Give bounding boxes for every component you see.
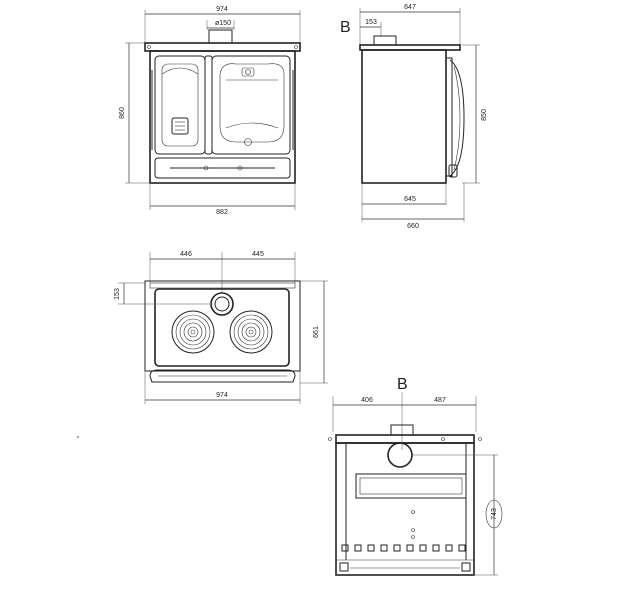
side-dim-flue-offset: 153	[365, 19, 377, 26]
side-body	[361, 49, 447, 184]
rear-marker-b: B	[397, 376, 408, 393]
front-body	[149, 50, 296, 184]
rear-access-panel	[355, 473, 467, 499]
side-dim-bottom-depth-outer: 660	[407, 223, 419, 230]
top-outline	[144, 280, 301, 372]
top-dim-right: 445	[252, 251, 264, 258]
front-dim-bottom-width: 882	[216, 209, 228, 216]
top-hotplate-left	[171, 310, 215, 354]
front-flue-collar	[208, 29, 233, 44]
front-dim-flue-diameter: ø150	[215, 20, 231, 27]
side-marker-b: B	[340, 19, 351, 36]
side-view: B 647 153 850 645 660	[340, 4, 488, 230]
front-dim-height: 860	[119, 107, 126, 119]
top-dim-depth: 661	[313, 326, 320, 338]
top-cooktop-plate	[154, 288, 290, 367]
rear-cooktop	[335, 434, 475, 444]
side-dim-bottom-depth-inner: 645	[404, 196, 416, 203]
side-dim-height: 850	[481, 109, 488, 121]
rear-vent-slots	[341, 544, 466, 552]
rear-view: B 406 487	[328, 376, 503, 576]
top-view: 446 445	[114, 251, 328, 404]
front-oven-door	[211, 55, 291, 155]
rear-body	[335, 442, 475, 576]
front-firebox-door	[154, 55, 206, 155]
top-dim-width: 974	[216, 392, 228, 399]
front-ash-drawer	[154, 157, 291, 179]
side-flue-collar	[373, 35, 397, 46]
front-dim-top-width: 974	[216, 6, 228, 13]
top-front-rail	[149, 369, 296, 383]
top-dim-flue-offset: 153	[114, 288, 121, 300]
top-hotplate-right	[229, 310, 273, 354]
rear-dim-left: 406	[361, 397, 373, 404]
front-cooktop	[144, 42, 301, 52]
rear-flue-outlet	[387, 442, 413, 468]
top-flue-ring	[210, 292, 234, 316]
front-air-vent	[171, 117, 189, 135]
front-view: 974 ø150	[119, 6, 301, 216]
rear-dim-right: 487	[434, 397, 446, 404]
rear-dim-height: 743	[491, 508, 498, 520]
top-dim-left: 446	[180, 251, 192, 258]
side-dim-top-depth: 647	[404, 4, 416, 11]
